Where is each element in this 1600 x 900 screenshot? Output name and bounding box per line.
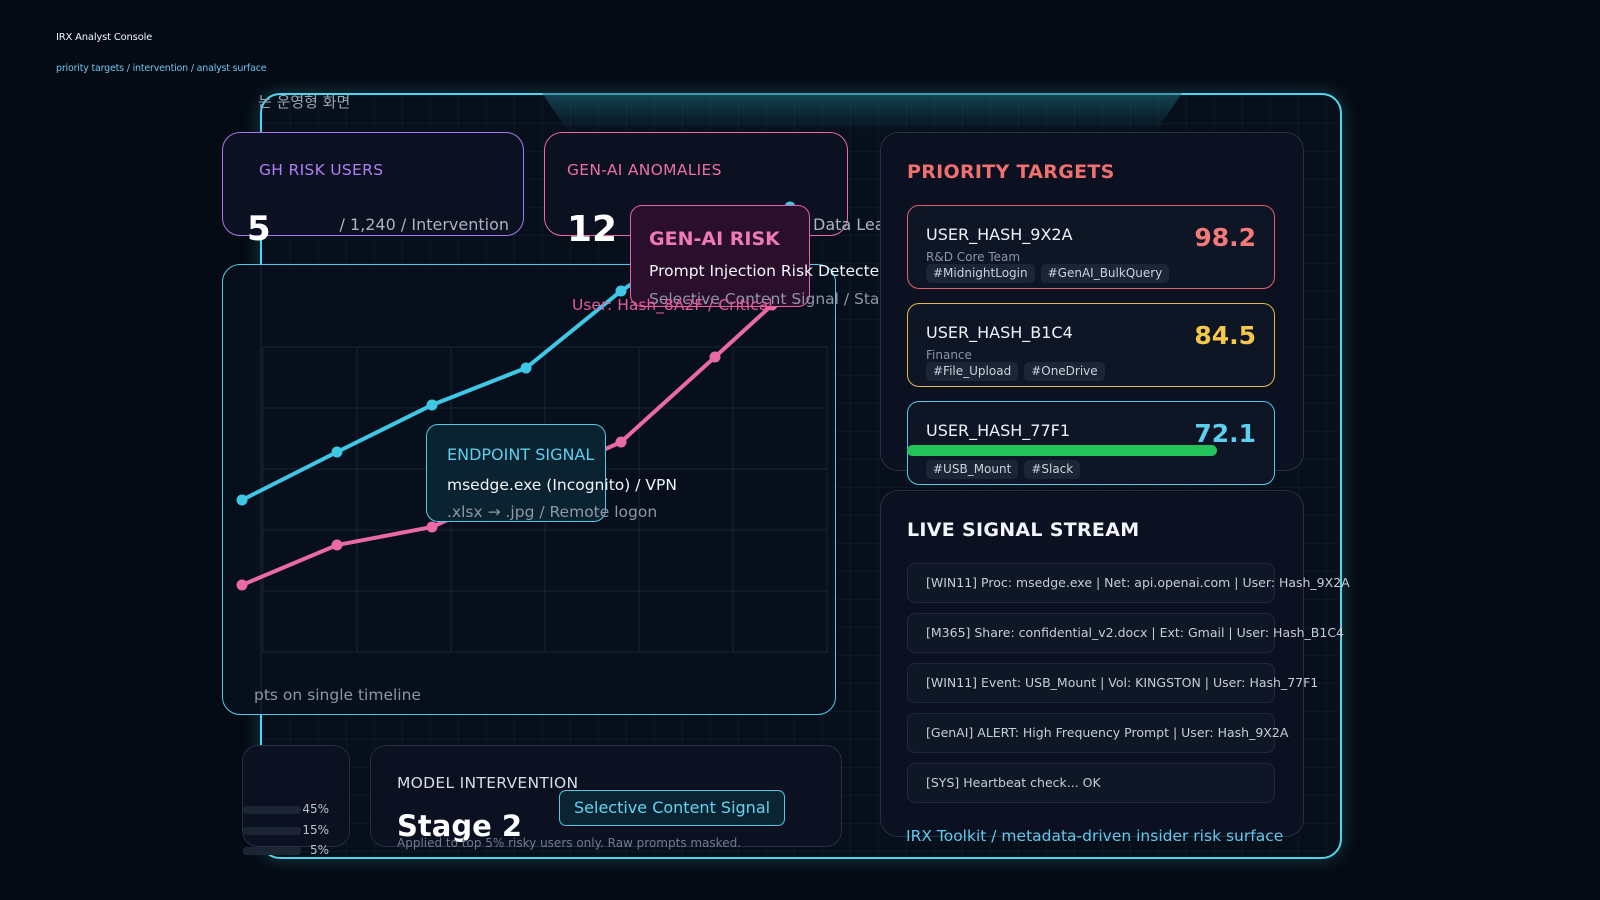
model-intervention-label: MODEL INTERVENTION	[397, 774, 579, 792]
stream-row-text: [M365] Share: confidential_v2.docx | Ext…	[926, 625, 1344, 640]
frame-top-glow	[542, 93, 1182, 131]
genai-anomalies-sub: Data Lea	[813, 215, 885, 234]
endpoint-signal-popup[interactable]: ENDPOINT SIGNAL msedge.exe (Incognito) /…	[426, 424, 677, 522]
stream-row-text: [WIN11] Event: USB_Mount | Vol: KINGSTON…	[926, 675, 1319, 690]
timeline-caption: pts on single timeline	[254, 686, 421, 704]
target-card-77f1[interactable]: USER_HASH_77F1 72.1 #USB_Mount #Slack	[907, 401, 1275, 485]
app-title: IRX Analyst Console	[56, 32, 153, 43]
distribution-bar	[243, 827, 301, 835]
target-name: USER_HASH_77F1	[926, 421, 1070, 440]
high-risk-users-card[interactable]: GH RISK USERS 5 / 1,240 / Intervention	[222, 132, 524, 249]
target-tag[interactable]: #MidnightLogin	[926, 264, 1035, 283]
live-signal-stream-title: LIVE SIGNAL STREAM	[907, 519, 1140, 541]
model-intervention-stage: Stage 2	[397, 809, 523, 843]
stream-row[interactable]: [WIN11] Event: USB_Mount | Vol: KINGSTON…	[907, 663, 1318, 703]
distribution-bar	[243, 806, 301, 814]
target-tags: #File_Upload #OneDrive	[926, 360, 1111, 381]
target-tag[interactable]: #File_Upload	[926, 362, 1019, 381]
model-intervention-note: Applied to top 5% risky users only. Raw …	[397, 836, 742, 850]
genai-risk-detail: Prompt Injection Risk Detecte	[649, 262, 880, 280]
stream-row-text: [GenAI] ALERT: High Frequency Prompt | U…	[926, 725, 1289, 740]
target-score: 84.5	[1194, 321, 1256, 350]
target-tag[interactable]: #USB_Mount	[926, 460, 1019, 479]
genai-risk-user: User: Hash_8A2F / Critical	[572, 296, 773, 314]
target-dept: R&D Core Team	[926, 250, 1021, 264]
model-intervention-card[interactable]: MODEL INTERVENTION Stage 2 Applied to to…	[370, 745, 842, 850]
target-tags: #MidnightLogin #GenAI_BulkQuery	[926, 262, 1175, 283]
target-tag[interactable]: #Slack	[1024, 460, 1081, 479]
priority-targets-panel: PRIORITY TARGETS USER_HASH_9X2A R&D Core…	[880, 132, 1304, 485]
breadcrumb[interactable]: priority targets / intervention / analys…	[56, 63, 267, 74]
target-card-9x2a[interactable]: USER_HASH_9X2A R&D Core Team 98.2 #Midni…	[907, 205, 1275, 289]
dashboard-frame: 는 운영형 화면 GH RISK USERS 5 / 1,240 / Inter…	[222, 93, 1350, 859]
target-tag[interactable]: #GenAI_BulkQuery	[1040, 264, 1170, 283]
high-risk-users-sub: / 1,240 / Intervention	[339, 215, 510, 234]
distribution-pct: 15%	[302, 823, 329, 837]
live-signal-stream-panel: LIVE SIGNAL STREAM [WIN11] Proc: msedge.…	[880, 490, 1350, 837]
high-risk-users-label: GH RISK USERS	[259, 161, 384, 179]
stream-row[interactable]: [SYS] Heartbeat check... OK	[907, 763, 1275, 803]
target-card-b1c4[interactable]: USER_HASH_B1C4 Finance 84.5 #File_Upload…	[907, 303, 1275, 387]
toolkit-footer: IRX Toolkit / metadata-driven insider ri…	[906, 827, 1284, 845]
distribution-row: 45%	[243, 802, 333, 816]
genai-anomalies-label: GEN-AI ANOMALIES	[567, 161, 722, 179]
selective-content-signal-chip[interactable]: Selective Content Signal	[559, 790, 786, 826]
distribution-pct: 45%	[302, 802, 329, 816]
target-name: USER_HASH_9X2A	[926, 225, 1073, 244]
endpoint-signal-detail: .xlsx → .jpg / Remote logon	[447, 503, 658, 521]
distribution-bar	[243, 847, 301, 855]
distribution-row: 15%	[243, 823, 333, 837]
endpoint-signal-title: ENDPOINT SIGNAL	[447, 445, 595, 464]
stream-row[interactable]: [GenAI] ALERT: High Frequency Prompt | U…	[907, 713, 1288, 753]
stream-row-text: [SYS] Heartbeat check... OK	[926, 775, 1101, 790]
high-risk-users-value: 5	[247, 209, 271, 249]
target-score: 98.2	[1194, 223, 1256, 252]
target-tag[interactable]: #OneDrive	[1024, 362, 1105, 381]
target-score: 72.1	[1194, 419, 1256, 448]
target-name: USER_HASH_B1C4	[926, 323, 1073, 342]
endpoint-signal-process: msedge.exe (Incognito) / VPN	[447, 476, 677, 494]
genai-risk-popup[interactable]: GEN-AI RISK Prompt Injection Risk Detect…	[630, 205, 879, 308]
distribution-row: 5%	[243, 843, 333, 857]
priority-targets-title: PRIORITY TARGETS	[907, 161, 1115, 183]
risk-distribution-card[interactable]: 45% 15% 5%	[242, 745, 350, 857]
stream-row-text: [WIN11] Proc: msedge.exe | Net: api.open…	[926, 575, 1350, 590]
stream-row[interactable]: [WIN11] Proc: msedge.exe | Net: api.open…	[907, 563, 1350, 603]
stream-row[interactable]: [M365] Share: confidential_v2.docx | Ext…	[907, 613, 1344, 653]
genai-anomalies-value: 12	[567, 209, 618, 250]
target-dept: Finance	[926, 348, 972, 362]
frame-caption: 는 운영형 화면	[258, 93, 351, 111]
target-tags: #USB_Mount #Slack	[926, 458, 1086, 479]
genai-risk-signal: Selective Content Signal / Sta	[649, 290, 880, 308]
distribution-pct: 5%	[309, 843, 329, 857]
target-progress-bar	[907, 445, 1217, 456]
genai-risk-title: GEN-AI RISK	[649, 228, 780, 250]
